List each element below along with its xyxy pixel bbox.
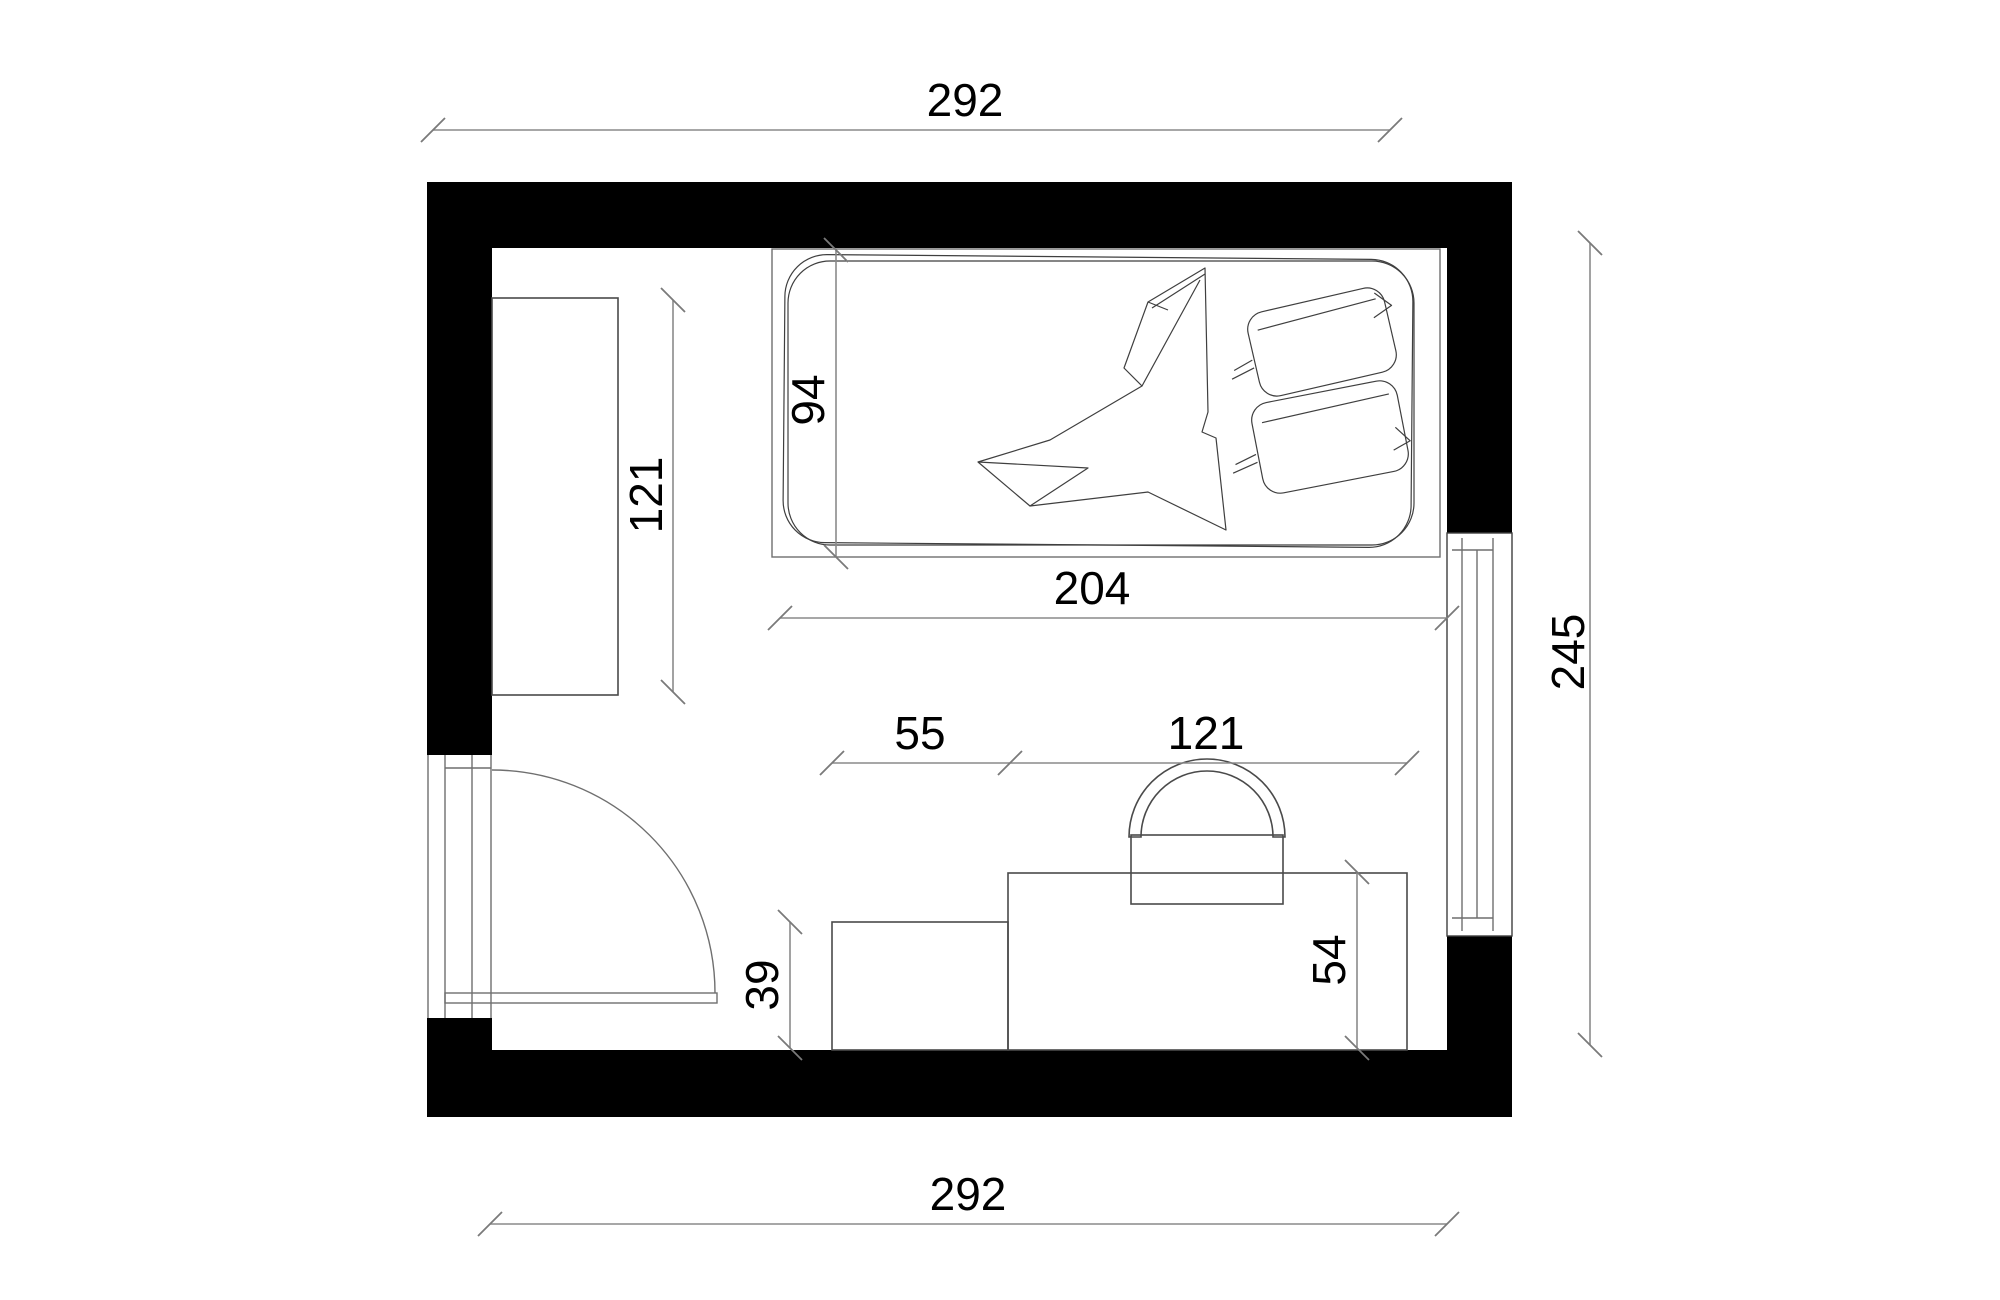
dim-bed-length-label: 204 [1054, 562, 1131, 614]
dim-cabinet-depth-label: 39 [736, 959, 788, 1010]
wardrobe [491, 297, 619, 696]
dim-top-width: 292 [420, 74, 1403, 143]
pillow-1 [1231, 287, 1397, 397]
cabinet [831, 921, 1009, 1051]
chair [1128, 758, 1286, 905]
dim-cabinet-width-label: 55 [894, 707, 945, 759]
dim-desk-depth: 54 [1303, 859, 1370, 1061]
mattress [787, 260, 1415, 546]
furniture [491, 248, 1441, 1051]
window [1446, 532, 1513, 937]
dim-bed-width-label: 94 [782, 374, 834, 425]
window-frame [1446, 532, 1513, 937]
wall-right-upper [1447, 248, 1512, 533]
chair-backrest-arch [1128, 758, 1286, 838]
dim-cabinet-desk-widths: 55 121 [819, 707, 1420, 776]
door [427, 755, 718, 1018]
dim-bottom-width-label: 292 [930, 1168, 1007, 1220]
dim-top-width-label: 292 [927, 74, 1004, 126]
dim-bed-length: 204 [767, 562, 1460, 631]
bed [771, 248, 1441, 558]
dim-desk-width-label: 121 [1168, 707, 1245, 759]
dim-desk-depth-label: 54 [1303, 934, 1355, 985]
wall-left-lower [427, 1018, 492, 1117]
dim-bottom-width: 292 [477, 1168, 1460, 1237]
dim-right-height-label: 245 [1542, 614, 1594, 691]
dim-bed-width: 94 [782, 237, 849, 570]
duvet-sketch [977, 267, 1227, 531]
wall-left-upper [427, 248, 492, 755]
door-leaf [444, 992, 718, 1004]
dimensions: 292 292 245 204 94 1 [420, 74, 1603, 1237]
dim-wardrobe-length: 121 [620, 287, 686, 705]
wall-bottom [490, 1050, 1512, 1117]
door-swing-arc [491, 769, 716, 994]
chair-seat [1130, 834, 1284, 905]
bed-outline [771, 248, 1441, 558]
wall-top [427, 182, 1512, 248]
dim-right-height: 245 [1542, 230, 1603, 1058]
dim-cabinet-depth: 39 [736, 909, 803, 1061]
dim-wardrobe-length-label: 121 [620, 457, 672, 534]
walls [427, 182, 1512, 1117]
mattress-double-line [782, 254, 1414, 548]
duvet-fold-lines [977, 273, 1206, 507]
pillow-2 [1232, 380, 1411, 494]
